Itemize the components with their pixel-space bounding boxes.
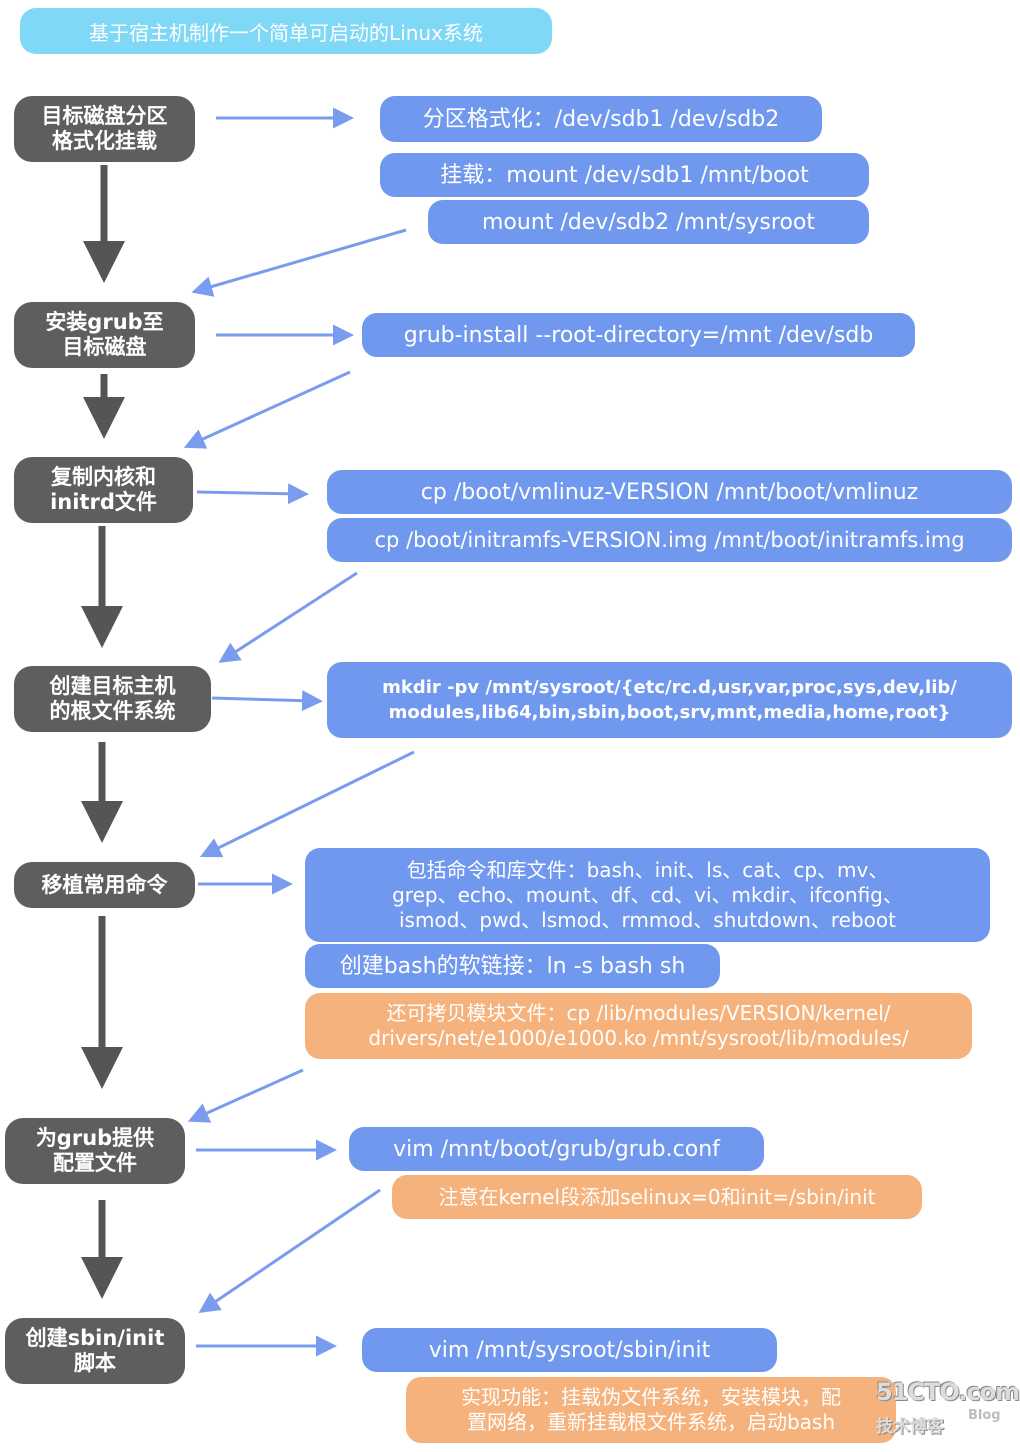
watermark: 51CTO.com 技术博客 Blog [872,1378,1020,1440]
detail-text: 注意在kernel段添加selinux=0和init=/sbin/init [438,1184,876,1209]
detail-init-function: 实现功能：挂载伪文件系统，安装模块，配 置网络，重新挂载根文件系统，启动bash [406,1377,896,1443]
detail-text: 分区格式化：/dev/sdb1 /dev/sdb2 [422,106,780,132]
detail-grub-install: grub-install --root-directory=/mnt /dev/… [362,313,915,357]
detail-mkdir: mkdir -pv /mnt/sysroot/{etc/rc.d,usr,var… [327,662,1012,738]
diagram-title-text: 基于宿主机制作一个简单可启动的Linux系统 [89,20,483,45]
detail-text: vim /mnt/sysroot/sbin/init [428,1337,711,1363]
step-create-root-fs: 创建目标主机 的根文件系统 [14,666,211,732]
detail-text-line: 包括命令和库文件：bash、init、ls、cat、cp、mv、 [406,857,889,882]
step-label-line: 为grub提供 [35,1126,155,1150]
detail-cp-vmlinuz: cp /boot/vmlinuz-VERSION /mnt/boot/vmlin… [327,470,1012,514]
detail-commands-libs: 包括命令和库文件：bash、init、ls、cat、cp、mv、 grep、ec… [305,848,990,942]
step-label-line: 格式化挂载 [52,129,157,153]
detail-mount-sysroot: mount /dev/sdb2 /mnt/sysroot [428,200,869,244]
watermark-blog: Blog [968,1408,1001,1423]
detail-text-line: 实现功能：挂载伪文件系统，安装模块，配 [461,1385,841,1409]
detail-text: 挂载：mount /dev/sdb1 /mnt/boot [440,162,809,188]
detail-text-line: grep、echo、mount、df、cd、vi、mkdir、ifconfig、 [392,882,903,907]
detail-text-line: mkdir -pv /mnt/sysroot/{etc/rc.d,usr,var… [382,677,957,698]
detail-text-line: drivers/net/e1000/e1000.ko /mnt/sysroot/… [368,1026,909,1050]
step-create-init-script: 创建sbin/init 脚本 [5,1318,185,1384]
watermark-logo: 51CTO.com [876,1378,1020,1406]
detail-text: cp /boot/initramfs-VERSION.img /mnt/boot… [374,527,965,552]
step-label-line: 目标磁盘 [62,335,147,359]
step-label-line: 脚本 [74,1351,116,1375]
step-label-line: 移植常用命令 [41,872,168,897]
diag-arrow-5 [187,1068,304,1123]
detail-text: vim /mnt/boot/grub/grub.conf [393,1136,720,1162]
diag-arrow-6 [198,1188,381,1314]
diag-arrow-4 [199,750,415,858]
detail-text-line: 置网络，重新挂载根文件系统，启动bash [466,1410,836,1434]
diagram-title: 基于宿主机制作一个简单可启动的Linux系统 [20,8,552,54]
detail-cp-initramfs: cp /boot/initramfs-VERSION.img /mnt/boot… [327,518,1012,562]
side-arrow-3 [196,483,309,505]
detail-text: cp /boot/vmlinuz-VERSION /mnt/boot/vmlin… [420,479,919,505]
side-arrow-4 [211,690,323,712]
step-label-line: 安装grub至 [45,310,164,334]
step-copy-kernel-initrd: 复制内核和 initrd文件 [14,457,193,523]
diag-arrow-3 [218,571,358,663]
detail-partition-format: 分区格式化：/dev/sdb1 /dev/sdb2 [380,96,822,142]
detail-text-line: 还可拷贝模块文件：cp /lib/modules/VERSION/kernel/ [386,1001,891,1025]
step-partition-format-mount: 目标磁盘分区 格式化挂载 [14,96,195,162]
diag-arrow-1 [191,228,407,297]
detail-text: mount /dev/sdb2 /mnt/sysroot [482,209,815,235]
step-label-line: 复制内核和 [51,465,156,489]
step-grub-config: 为grub提供 配置文件 [5,1118,185,1184]
detail-text: 创建bash的软链接：ln -s bash sh [339,953,686,979]
detail-text-line: modules,lib64,bin,sbin,boot,srv,mnt,medi… [388,702,951,723]
detail-init-script: vim /mnt/sysroot/sbin/init [362,1328,777,1372]
step-label-line: 配置文件 [53,1151,137,1175]
detail-kernel-note: 注意在kernel段添加selinux=0和init=/sbin/init [392,1175,922,1219]
step-install-grub: 安装grub至 目标磁盘 [14,302,195,368]
diag-arrow-2 [183,370,351,449]
step-label-line: 创建目标主机 [49,674,176,698]
detail-text-line: ismod、pwd、lsmod、rmmod、shutdown、reboot [399,907,896,932]
step-port-commands: 移植常用命令 [14,862,195,908]
detail-grub-conf: vim /mnt/boot/grub/grub.conf [349,1127,764,1171]
step-label-line: 的根文件系统 [49,699,176,723]
step-label-line: 目标磁盘分区 [41,104,168,128]
detail-text: grub-install --root-directory=/mnt /dev/… [403,322,874,348]
step-label-line: initrd文件 [50,490,157,514]
detail-copy-modules: 还可拷贝模块文件：cp /lib/modules/VERSION/kernel/… [305,993,972,1059]
step-label-line: 创建sbin/init [25,1326,165,1350]
watermark-sub: 技术博客 [876,1417,944,1437]
detail-bash-link: 创建bash的软链接：ln -s bash sh [305,944,720,988]
detail-mount-boot: 挂载：mount /dev/sdb1 /mnt/boot [380,153,869,197]
